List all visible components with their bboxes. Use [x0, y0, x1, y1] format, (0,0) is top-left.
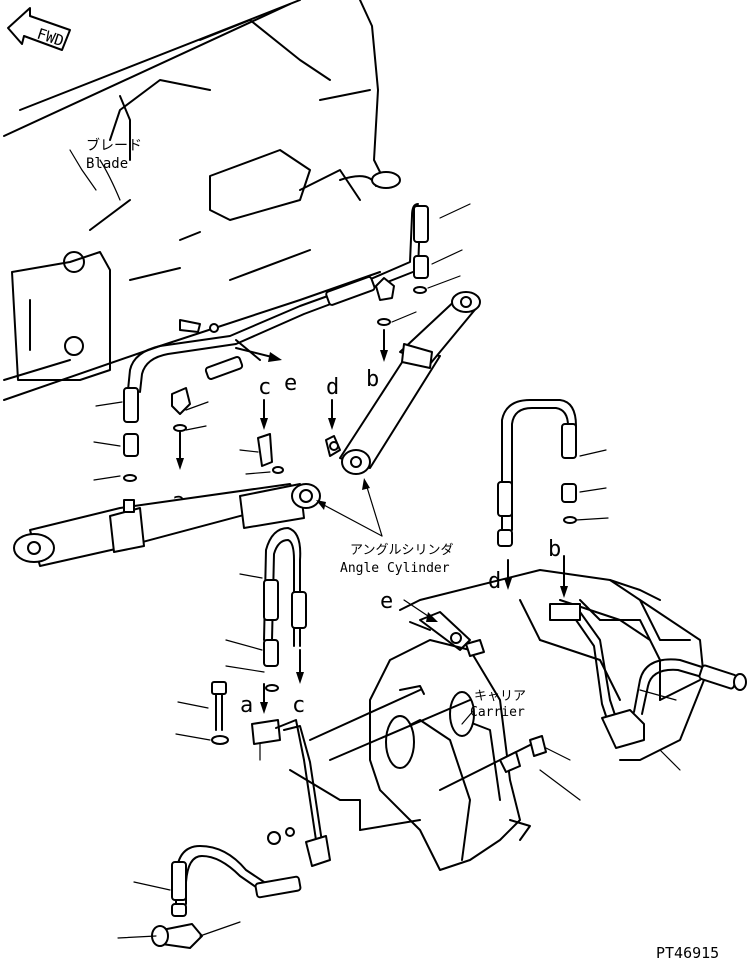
callout-arrows-lower: [260, 649, 304, 714]
fwd-arrow-icon: [7, 7, 71, 51]
callout-b-right: b: [548, 537, 561, 562]
callout-b-upper: b: [366, 367, 379, 392]
angle-cylinder-left: [13, 483, 321, 567]
blade-leader: [69, 149, 97, 191]
angle-cylinder-label-jp: アングルシリンダ: [350, 543, 453, 558]
callout-d-upper: d: [326, 375, 339, 400]
part-number: PT46915: [656, 944, 719, 962]
callout-c-lower: c: [292, 693, 305, 718]
lower-left-assembly: [175, 681, 471, 867]
fitting-leaders-upper: [93, 203, 471, 481]
callout-a-lower: a: [240, 693, 253, 718]
angle-cylinder-label-en: Angle Cylinder: [340, 561, 450, 576]
carrier-rod: [439, 735, 581, 801]
carrier-leader: [461, 709, 475, 725]
carrier-label-jp: キャリア: [474, 689, 526, 704]
elbow-fittings-left: [171, 387, 341, 474]
right-side-leaders: [639, 689, 681, 771]
blade-label-en: Blade: [86, 156, 128, 172]
carrier-body: [369, 569, 705, 871]
callout-c-upper: c: [258, 375, 271, 400]
angle-cylinder-leaders: [316, 478, 383, 537]
right-loop-hose: [497, 399, 609, 547]
blade-body: [3, 0, 401, 401]
fwd-label: FWD: [35, 25, 66, 50]
callout-d-right: d: [488, 569, 501, 594]
lower-flex-hose: [117, 845, 302, 949]
callout-e-upper: e: [284, 371, 297, 396]
angle-cylinder-right: [329, 291, 481, 475]
upper-hose-lines: [123, 203, 429, 482]
lower-loop-hose: [225, 527, 307, 692]
callout-e-right: e: [380, 589, 393, 614]
callout-arrows-upper: [176, 329, 388, 470]
carrier-label-en: Carrier: [470, 705, 525, 720]
right-carrier-pipe: [549, 603, 747, 749]
blade-label-jp: ブレード: [86, 137, 142, 154]
callout-arrows-right: [403, 555, 568, 622]
